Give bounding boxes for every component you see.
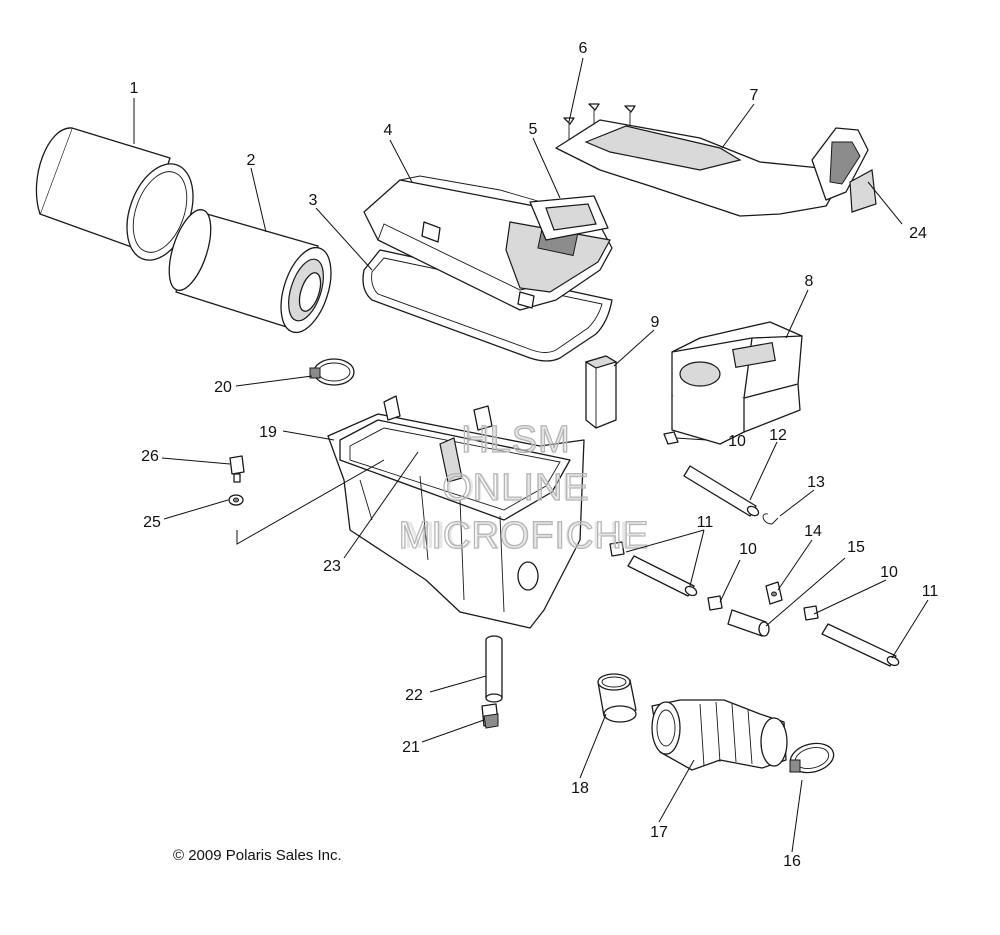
watermark: HLSM HLSM ONLINE ONLINE MICROFICHE MICRO… — [398, 418, 650, 557]
callout-4: 4 — [384, 122, 393, 139]
part-18-coupler — [597, 673, 637, 723]
callout-1: 1 — [130, 80, 139, 97]
callout-17: 17 — [650, 824, 668, 841]
callout-16: 16 — [783, 853, 801, 870]
part-12-pin — [683, 465, 760, 517]
svg-text:MICROFICHE: MICROFICHE — [404, 515, 645, 557]
part-11-pin-b — [821, 623, 900, 667]
part-8-silencer — [671, 321, 803, 445]
part-5-intake-plate — [529, 195, 609, 241]
callout-10-a: 10 — [728, 433, 746, 450]
svg-text:HLSM: HLSM — [463, 419, 569, 461]
callout-24: 24 — [909, 225, 927, 242]
callout-11-a: 11 — [697, 514, 714, 531]
callout-12: 12 — [769, 427, 787, 444]
callout-15: 15 — [847, 539, 865, 556]
callout-7: 7 — [750, 87, 759, 104]
callout-2: 2 — [247, 152, 256, 169]
part-15-fitting — [727, 609, 770, 637]
part-21-drain-valve — [481, 703, 499, 729]
part-14-bracket — [765, 581, 783, 605]
svg-text:ONLINE: ONLINE — [442, 467, 589, 509]
callout-19: 19 — [259, 424, 277, 441]
callout-21: 21 — [402, 739, 420, 756]
part-16-hose-clamp — [789, 742, 835, 774]
part-13-clip — [762, 513, 779, 525]
callout-18: 18 — [571, 780, 589, 797]
svg-text:HLSM: HLSM — [461, 419, 571, 461]
copyright-notice: © 2009 Polaris Sales Inc. — [173, 847, 342, 864]
callout-5: 5 — [529, 121, 538, 138]
svg-text:ONLINE: ONLINE — [445, 467, 586, 509]
part-10-grommet-d — [803, 605, 819, 621]
part-22-drain-tube — [485, 635, 503, 703]
part-9-foam-block — [584, 355, 618, 429]
callout-13: 13 — [807, 474, 825, 491]
callout-11-b: 11 — [922, 583, 939, 600]
callout-numbers: 1 2 3 4 5 6 7 8 9 10 10 10 11 11 12 13 1… — [130, 40, 939, 870]
svg-text:MICROFICHE: MICROFICHE — [399, 515, 650, 557]
callout-14: 14 — [804, 523, 822, 540]
callout-9: 9 — [651, 314, 660, 331]
part-20-hose-clamp — [309, 358, 355, 386]
callout-23: 23 — [323, 558, 341, 575]
callout-10-b: 10 — [739, 541, 757, 558]
part-10-grommet-a — [663, 431, 679, 445]
part-17-intake-boot — [651, 699, 788, 771]
part-25-washer — [228, 494, 244, 506]
callout-22: 22 — [405, 687, 423, 704]
callout-25: 25 — [143, 514, 161, 531]
part-2-air-filter — [168, 209, 332, 334]
callout-3: 3 — [309, 192, 318, 209]
callout-20: 20 — [214, 379, 232, 396]
part-10-grommet-b — [609, 541, 625, 557]
part-3-gasket — [362, 249, 613, 362]
leader-lines — [133, 57, 929, 853]
part-7-intake-duct — [555, 119, 869, 217]
callout-26: 26 — [141, 448, 159, 465]
part-11-pin-a — [627, 555, 698, 597]
part-10-grommet-c — [707, 595, 723, 611]
callout-8: 8 — [805, 273, 814, 290]
callout-6: 6 — [579, 40, 588, 57]
part-26-bolt — [229, 455, 245, 483]
part-24-foam-pad — [849, 169, 877, 213]
callout-10-c: 10 — [880, 564, 898, 581]
part-23-airbox-base — [327, 395, 585, 629]
